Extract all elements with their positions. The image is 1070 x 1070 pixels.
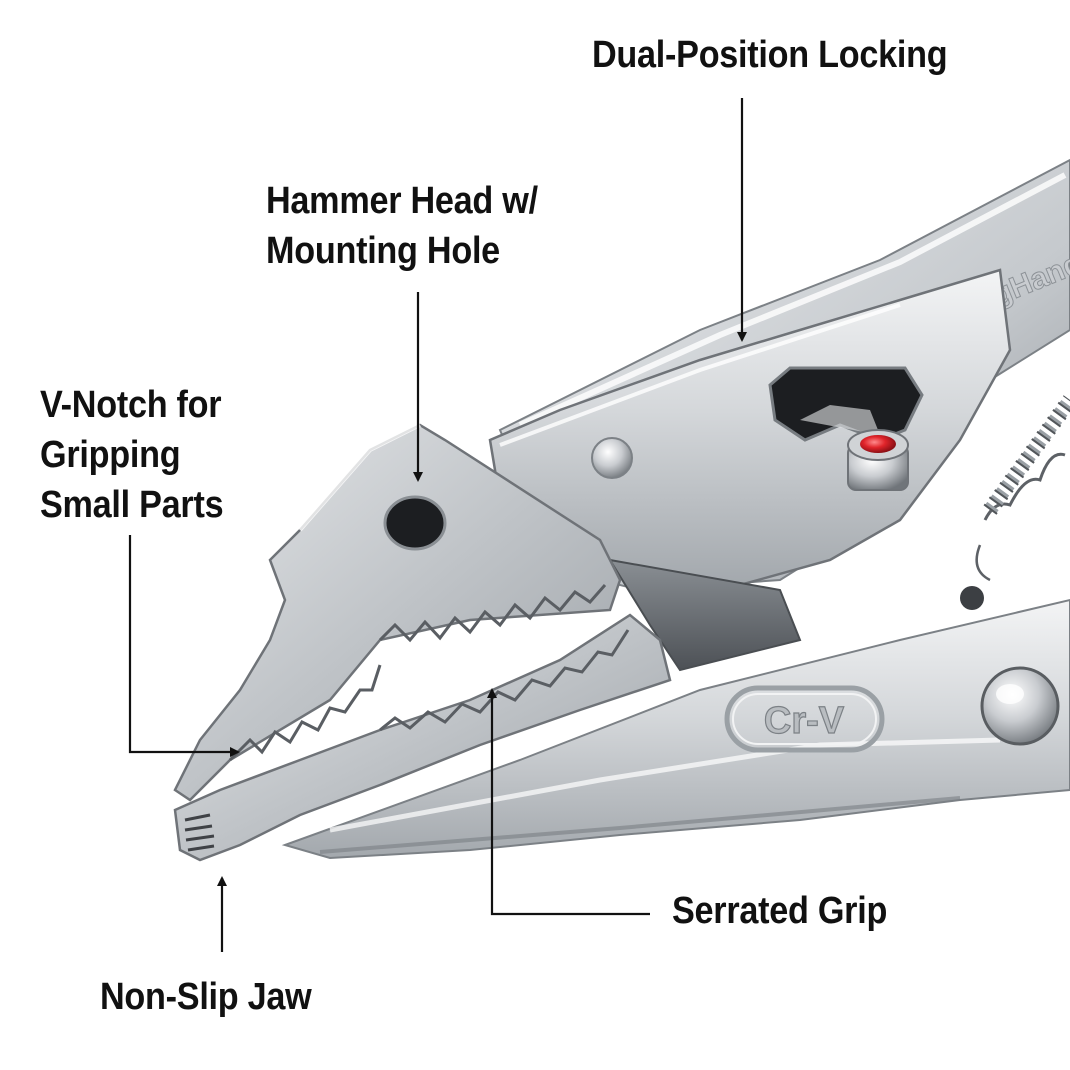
callout-non-slip-jaw: Non-Slip Jaw bbox=[100, 972, 312, 1022]
callout-hammer-head: Hammer Head w/ Mounting Hole bbox=[266, 176, 538, 276]
callout-v-notch: V-Notch for Gripping Small Parts bbox=[40, 380, 224, 530]
leader-serrated-grip bbox=[487, 688, 650, 916]
leader-v-notch bbox=[128, 535, 240, 757]
lower-handle bbox=[281, 598, 1070, 860]
callout-non-slip-jaw-text: Non-Slip Jaw bbox=[100, 976, 312, 1018]
callout-serrated-grip-text: Serrated Grip bbox=[672, 890, 888, 932]
callout-v-notch-line-3: Small Parts bbox=[40, 484, 224, 526]
callout-serrated-grip: Serrated Grip bbox=[672, 886, 887, 936]
lower-jaw bbox=[173, 613, 672, 862]
callout-v-notch-line-2: Gripping bbox=[40, 434, 181, 476]
callout-hammer-head-line-1: Hammer Head w/ bbox=[266, 180, 538, 222]
pivot-rivet bbox=[980, 666, 1060, 746]
crv-emboss: Cr-V bbox=[724, 685, 885, 753]
mounting-hole bbox=[383, 495, 447, 551]
tension-spring bbox=[975, 395, 1070, 582]
leader-lines bbox=[128, 98, 747, 952]
callout-v-notch-line-1: V-Notch for bbox=[40, 384, 222, 426]
callout-hammer-head-line-2: Mounting Hole bbox=[266, 230, 500, 272]
red-indicator-pin bbox=[847, 429, 909, 491]
callout-dual-position-locking-text: Dual-Position Locking bbox=[592, 34, 948, 76]
callout-dual-position-locking: Dual-Position Locking bbox=[592, 30, 948, 80]
svg-text:Cr-V: Cr-V bbox=[764, 700, 845, 742]
